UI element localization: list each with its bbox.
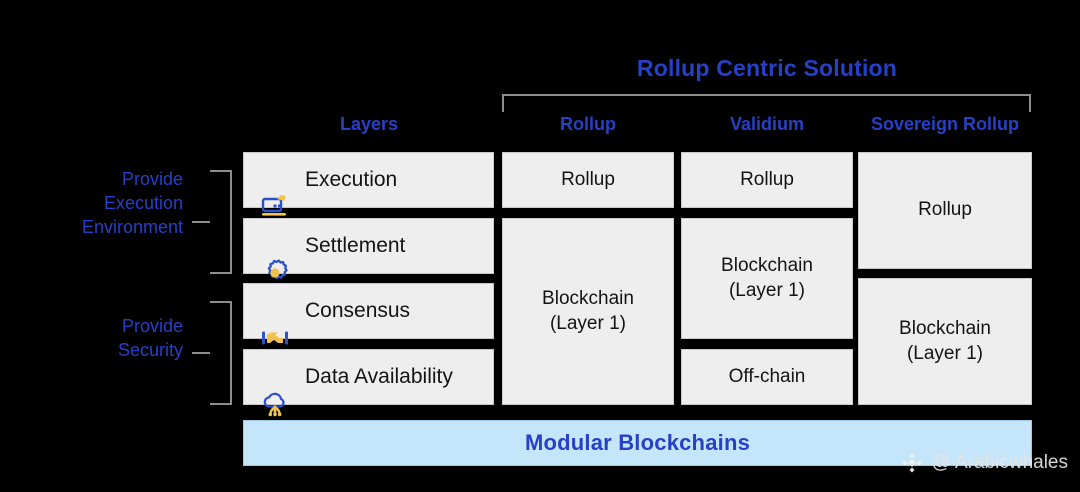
handshake-icon — [258, 294, 292, 345]
watermark: @ Arabicwhales — [901, 452, 1068, 474]
group-bracket-security — [210, 301, 232, 405]
column-header-sovereign-rollup: Sovereign Rollup — [870, 114, 1020, 134]
gear-icon — [258, 229, 292, 280]
group-bracket-execution-environment — [210, 170, 232, 274]
column-header-rollup: Rollup — [560, 114, 616, 134]
cell-rollup-execution[interactable]: Rollup — [502, 152, 674, 208]
cell-validium-blockchain-layer1[interactable]: Blockchain (Layer 1) — [681, 218, 853, 339]
cell-validium-off-chain[interactable]: Off-chain — [681, 349, 853, 405]
cell-sovereign-blockchain-layer1[interactable]: Blockchain (Layer 1) — [858, 278, 1032, 405]
cloud-data-icon — [258, 360, 292, 417]
layer-label: Data Availability — [305, 364, 453, 388]
solutions-bracket — [502, 94, 1031, 112]
group-stem-security — [192, 352, 210, 354]
layer-label: Consensus — [305, 298, 411, 322]
layer-row-execution[interactable]: Execution — [243, 152, 494, 216]
group-stem-execution-environment — [192, 221, 210, 223]
group-label-execution-environment: Provide Execution Environment — [81, 169, 183, 237]
modular-blockchains-bar[interactable]: Modular Blockchains — [243, 420, 1032, 466]
group-label-security: Provide Security — [117, 316, 183, 360]
diamond-logo — [901, 452, 923, 474]
cell-validium-execution[interactable]: Rollup — [681, 152, 853, 208]
cell-sovereign-rollup[interactable]: Rollup — [858, 152, 1032, 269]
column-header-layers: Layers — [339, 114, 399, 134]
layer-label: Execution — [305, 167, 398, 191]
cell-rollup-blockchain-layer1[interactable]: Blockchain (Layer 1) — [502, 218, 674, 405]
layer-row-consensus[interactable]: Consensus — [243, 283, 494, 345]
laptop-icon — [258, 163, 292, 216]
page-title: Rollup Centric Solution — [636, 55, 898, 81]
watermark-handle: @ Arabicwhales — [931, 452, 1068, 473]
layer-row-settlement[interactable]: Settlement — [243, 218, 494, 280]
layer-label: Settlement — [305, 233, 406, 257]
column-header-validium: Validium — [729, 114, 805, 134]
layer-row-data-availability[interactable]: Data Availability — [243, 349, 494, 417]
